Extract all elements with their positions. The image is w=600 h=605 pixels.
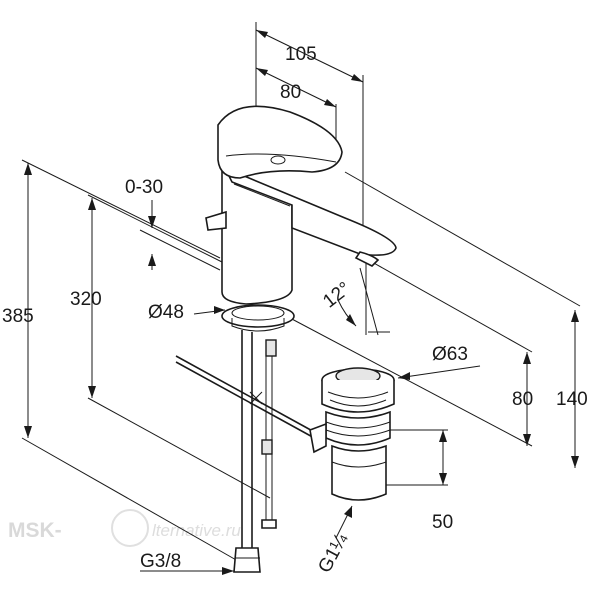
dim-320: 320 bbox=[70, 289, 102, 310]
dim-50: 50 bbox=[432, 512, 453, 533]
watermark-logo-icon bbox=[111, 509, 149, 547]
dim-105: 105 bbox=[285, 44, 317, 65]
dia48-arrow-icon bbox=[214, 306, 225, 314]
right-dimension-lines bbox=[289, 171, 581, 486]
dim-80-top: 80 bbox=[280, 82, 301, 103]
dia63-arrow-icon bbox=[398, 372, 410, 380]
dim-dia-63: Ø63 bbox=[432, 344, 468, 365]
dim-80-right: 80 bbox=[512, 389, 533, 410]
dim-g114: G1¼ bbox=[314, 529, 352, 576]
g114-arrow-icon bbox=[344, 506, 352, 518]
supply-hoses bbox=[175, 330, 319, 573]
dim-g38: G3/8 bbox=[140, 551, 181, 572]
dim-angle-12: 12° bbox=[319, 278, 355, 312]
dim-385: 385 bbox=[2, 306, 34, 327]
dim-dia-48: Ø48 bbox=[148, 302, 184, 323]
watermark-right: lternative.ru bbox=[152, 521, 241, 540]
left-dimension-lines bbox=[21, 159, 271, 566]
watermark-left: MSK- bbox=[8, 519, 62, 542]
dia63-leader bbox=[397, 365, 481, 379]
dim-140: 140 bbox=[556, 389, 588, 410]
angle-dimension bbox=[337, 262, 390, 336]
popup-waste bbox=[309, 367, 395, 501]
dim-0-30: 0-30 bbox=[125, 177, 163, 198]
g38-arrow-icon bbox=[222, 567, 234, 575]
faucet-body bbox=[205, 105, 397, 332]
